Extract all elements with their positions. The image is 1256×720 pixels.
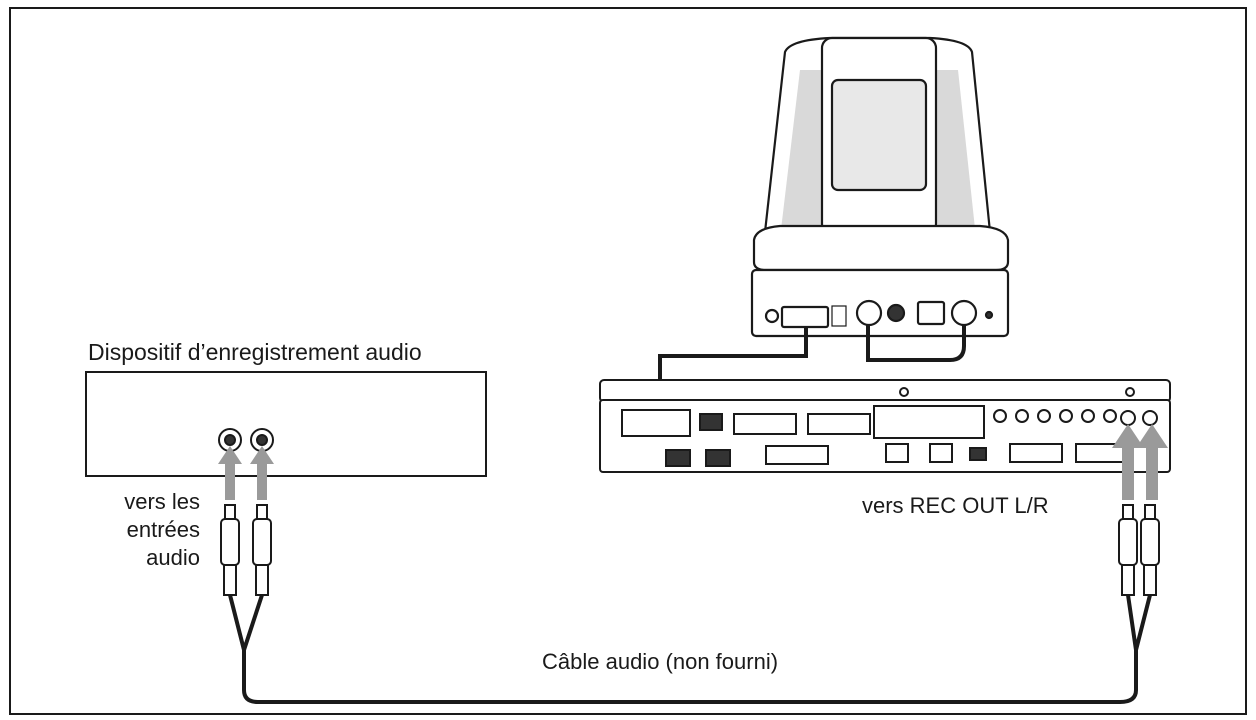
- camera-dip-switch: [831, 305, 847, 327]
- camera-lan-port: [916, 300, 946, 326]
- label-line: audio: [146, 545, 200, 570]
- audio-cable: [220, 504, 1160, 704]
- label-audio-cable: Câble audio (non fourni): [542, 649, 779, 674]
- cable-wire: [228, 594, 1152, 704]
- unit-usb: [969, 447, 987, 461]
- arrow-rec-out-left: [1112, 424, 1144, 500]
- rca-plug-right-1: [1118, 504, 1138, 596]
- camera-lens-window: [830, 78, 928, 192]
- rca-plug-left-2: [252, 504, 272, 596]
- unit-terminal-block: [873, 405, 985, 439]
- camera-screw: [984, 310, 994, 320]
- label-audio-recording-device: Dispositif d’enregistrement audio: [88, 339, 422, 365]
- unit-rec-out-jacks: [1120, 410, 1158, 426]
- unit-rs232-1: [1009, 443, 1063, 463]
- label-to-rec-out: vers REC OUT L/R: [862, 493, 1049, 518]
- direction-arrows: [218, 424, 1168, 500]
- label-line: entrées: [126, 517, 200, 542]
- ptz-camera: [750, 36, 1010, 338]
- unit-dvi-slot: [621, 409, 691, 437]
- unit-dvi-1: [733, 413, 797, 435]
- control-unit: [599, 379, 1171, 473]
- camera-base: [752, 224, 1010, 272]
- arrow-rec-out-right: [1136, 424, 1168, 500]
- unit-audio-jacks: [993, 409, 1117, 423]
- unit-screw-right: [1125, 387, 1135, 397]
- camera-visca-connector: [950, 299, 978, 327]
- unit-top-bar: [599, 379, 1171, 403]
- unit-dvi-3: [765, 445, 829, 465]
- device-box: [85, 371, 487, 477]
- label-line: vers les: [124, 489, 200, 514]
- arrow-device-input-left: [218, 446, 242, 500]
- unit-lan-1: [885, 443, 909, 463]
- unit-screw-left: [899, 387, 909, 397]
- rca-plug-left-1: [220, 504, 240, 596]
- arrow-device-input-right: [250, 446, 274, 500]
- unit-hdmi-2: [705, 449, 731, 467]
- camera-dvi-connector: [780, 305, 830, 329]
- unit-hdmi-out: [699, 413, 723, 431]
- device-audio-inputs: [218, 428, 274, 452]
- camera-knob: [886, 303, 906, 323]
- unit-dvi-2: [807, 413, 871, 435]
- unit-lan-2: [929, 443, 953, 463]
- audio-recording-device: [85, 371, 487, 477]
- label-to-audio-inputs: vers les entrées audio: [60, 488, 200, 572]
- diagram-border: [9, 7, 1247, 715]
- unit-hdmi-1: [665, 449, 691, 467]
- camera-power-jack: [764, 308, 780, 324]
- camera-head-shade-right: [936, 70, 976, 238]
- rca-plug-right-2: [1140, 504, 1160, 596]
- camera-bnc-connector: [855, 299, 883, 327]
- camera-head-shade: [780, 70, 822, 238]
